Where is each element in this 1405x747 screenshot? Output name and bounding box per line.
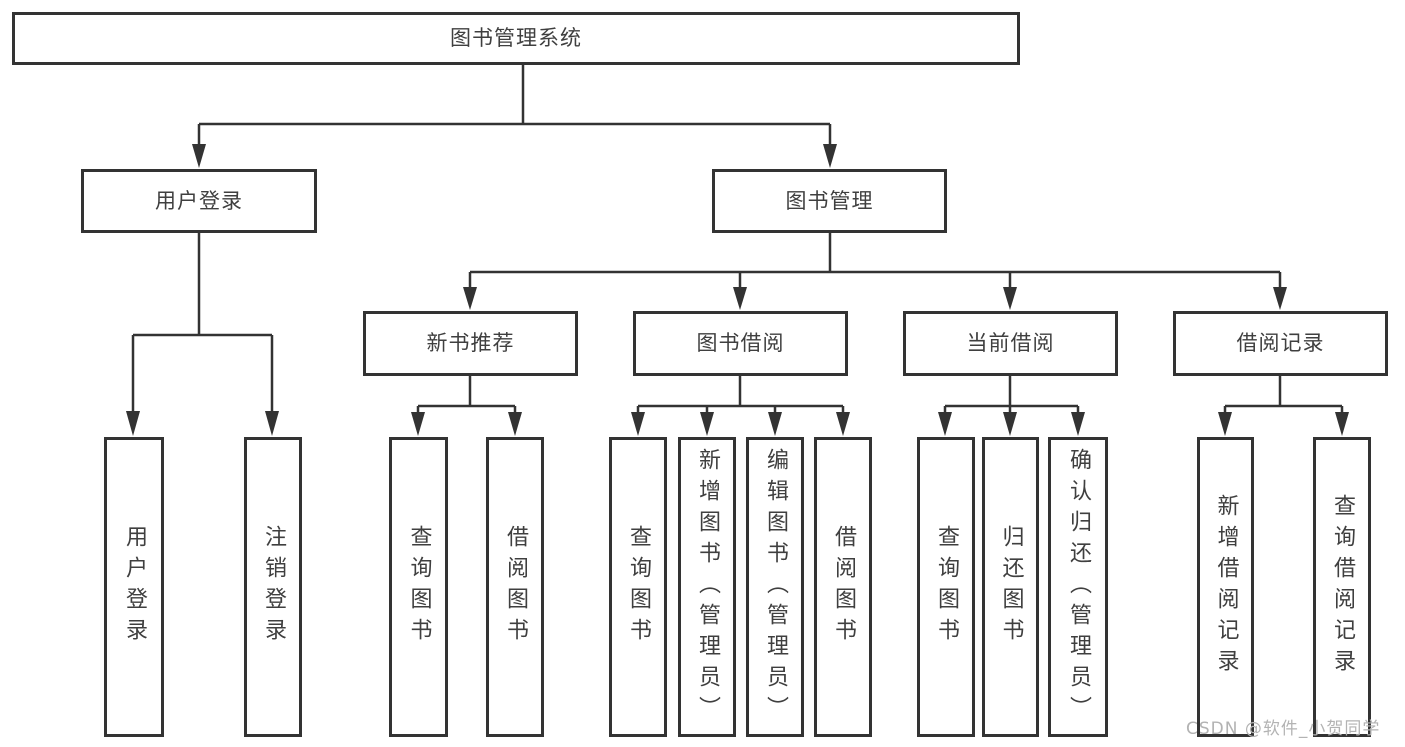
connector-user-login-children xyxy=(126,233,279,436)
leaf-current-return-books: 归还图书 xyxy=(982,437,1039,737)
node-root-label: 图书管理系统 xyxy=(450,26,582,50)
leaf-recommend-borrow-books-label: 借阅图书 xyxy=(503,525,528,649)
connector-borrow-record-children xyxy=(1218,376,1349,436)
node-book-borrow: 图书借阅 xyxy=(633,311,848,376)
node-user-login-branch-label: 用户登录 xyxy=(155,188,243,213)
leaf-recommend-borrow-books: 借阅图书 xyxy=(486,437,544,737)
leaf-recommend-query-books: 查询图书 xyxy=(389,437,448,737)
leaf-user-login-label: 用户登录 xyxy=(122,525,147,649)
leaf-record-query-borrow-record: 查询借阅记录 xyxy=(1313,437,1371,737)
leaf-record-add-borrow-record-label: 新增借阅记录 xyxy=(1213,494,1239,680)
leaf-borrow-borrow-books-label: 借阅图书 xyxy=(831,525,856,649)
connector-current-borrow-children xyxy=(938,376,1085,436)
node-book-management-branch: 图书管理 xyxy=(712,169,947,233)
leaf-borrow-query-books: 查询图书 xyxy=(609,437,667,737)
node-borrow-record: 借阅记录 xyxy=(1173,311,1388,376)
node-user-login-branch: 用户登录 xyxy=(81,169,317,233)
leaf-record-query-borrow-record-label: 查询借阅记录 xyxy=(1330,494,1355,680)
connector-book-management-children xyxy=(463,233,1287,310)
leaf-current-confirm-return-admin-label: 确认归还（管理员） xyxy=(1066,447,1091,727)
connector-new-book-recommend-children xyxy=(411,376,522,436)
leaf-logout-login: 注销登录 xyxy=(244,437,302,737)
node-new-book-recommend-label: 新书推荐 xyxy=(426,331,515,355)
leaf-current-query-books-label: 查询图书 xyxy=(934,525,959,649)
node-current-borrow: 当前借阅 xyxy=(903,311,1118,376)
node-book-borrow-label: 图书借阅 xyxy=(696,331,785,355)
leaf-logout-login-label: 注销登录 xyxy=(261,525,286,649)
node-book-management-branch-label: 图书管理 xyxy=(785,188,874,213)
node-new-book-recommend: 新书推荐 xyxy=(363,311,578,376)
leaf-borrow-edit-books-admin-label: 编辑图书（管理员） xyxy=(763,447,788,727)
leaf-user-login: 用户登录 xyxy=(104,437,164,737)
connector-root-to-level1 xyxy=(192,65,837,168)
leaf-current-confirm-return-admin: 确认归还（管理员） xyxy=(1048,437,1108,737)
node-borrow-record-label: 借阅记录 xyxy=(1236,331,1325,355)
leaf-borrow-borrow-books: 借阅图书 xyxy=(814,437,872,737)
leaf-borrow-query-books-label: 查询图书 xyxy=(626,525,651,649)
leaf-record-add-borrow-record: 新增借阅记录 xyxy=(1197,437,1254,737)
leaf-borrow-edit-books-admin: 编辑图书（管理员） xyxy=(746,437,804,737)
leaf-borrow-add-books-admin-label: 新增图书（管理员） xyxy=(695,447,720,727)
leaf-current-query-books: 查询图书 xyxy=(917,437,975,737)
node-current-borrow-label: 当前借阅 xyxy=(966,331,1055,355)
node-root: 图书管理系统 xyxy=(12,12,1020,65)
leaf-borrow-add-books-admin: 新增图书（管理员） xyxy=(678,437,736,737)
leaf-current-return-books-label: 归还图书 xyxy=(998,525,1024,649)
connector-book-borrow-children xyxy=(631,376,850,436)
leaf-recommend-query-books-label: 查询图书 xyxy=(406,525,432,649)
